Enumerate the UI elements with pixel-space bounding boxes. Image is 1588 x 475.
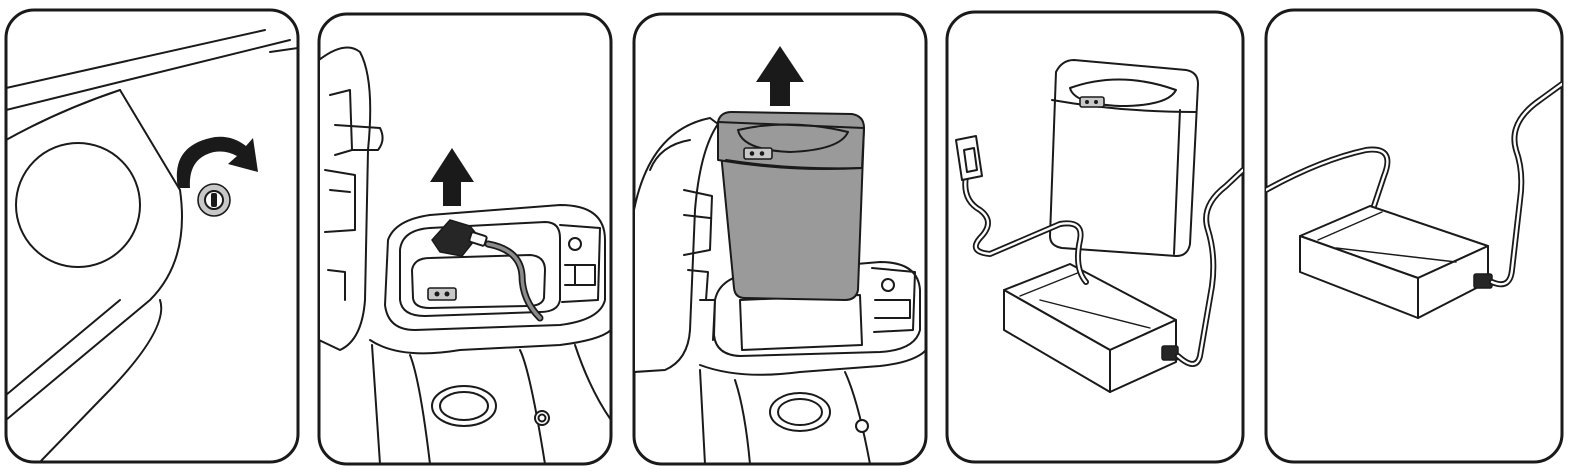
key-lock-icon bbox=[198, 184, 230, 216]
lift-battery-icon bbox=[718, 112, 864, 300]
panel-2-unplug-connector bbox=[319, 14, 611, 464]
panel-5-charger-plugged bbox=[1266, 10, 1562, 462]
panel-4-connect-charger bbox=[947, 12, 1243, 462]
panel-3-lift-battery bbox=[634, 14, 926, 464]
panel-1-seat-cover bbox=[16, 143, 140, 267]
panel-1-unlock-seat bbox=[6, 10, 298, 462]
panel-2-battery-socket bbox=[428, 288, 456, 300]
